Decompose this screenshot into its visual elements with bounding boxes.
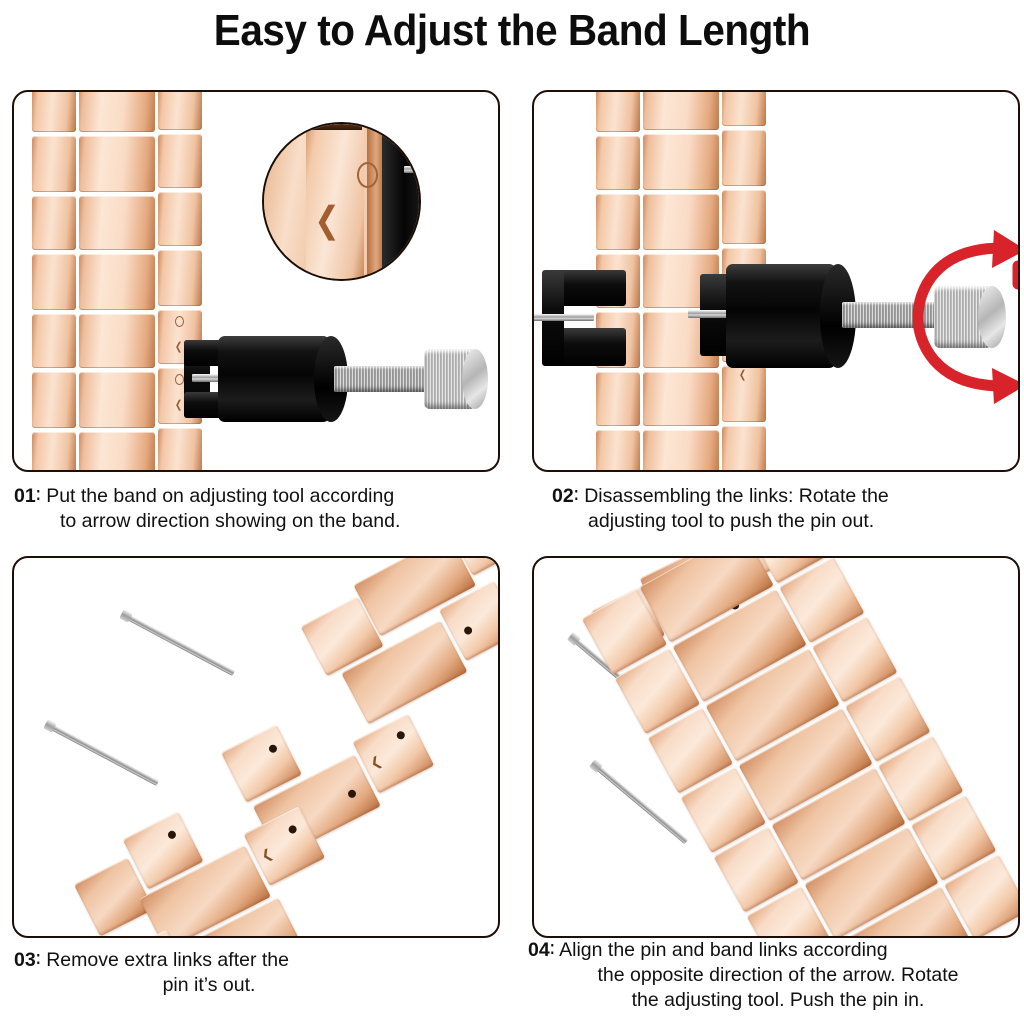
band-adjusting-tool [166, 330, 488, 428]
arrow-marking: ❮ [174, 399, 183, 411]
step-1-caption: 01∶ Put the band on adjusting tool accor… [14, 484, 514, 534]
pin-hole-marking [175, 316, 184, 327]
step-4-illustration: ❮ [534, 558, 1018, 936]
step-3-illustration: ❮ ❮ [14, 558, 498, 936]
step-colon: ∶ [573, 485, 579, 507]
watch-band-vertical: ❮ ❮ [32, 92, 202, 470]
removed-pin [119, 609, 236, 676]
assembled-band-diagonal: ❮ [581, 558, 1018, 936]
step-text-line1: Remove extra links after the [46, 949, 289, 971]
pin-being-pushed [534, 314, 594, 321]
arrow-marking: ❮ [738, 369, 747, 381]
removed-pin [43, 719, 160, 786]
step-number: 01 [14, 485, 36, 507]
rotation-arrows-red [912, 230, 1018, 404]
step-1-illustration: ❮ ❮ ❮ [14, 92, 498, 470]
arrow-marking: ❮ [174, 341, 183, 353]
step-text-line2: to arrow direction showing on the band. [60, 510, 401, 532]
step-text-line1: Align the pin and band links according [559, 939, 888, 961]
band-adjusting-tool [688, 260, 1014, 370]
arrow-marking: ❮ [314, 199, 340, 240]
step-4-caption: 04∶ Align the pin and band links accordi… [528, 938, 1024, 1013]
step-2-caption: 02∶ Disassembling the links: Rotate the … [552, 484, 1022, 534]
step-text-line1: Disassembling the links: Rotate the [584, 485, 889, 507]
step-number: 04 [528, 939, 550, 961]
step-colon: ∶ [549, 939, 555, 961]
pin-hole-marking [357, 162, 378, 188]
step-text-line2: pin it’s out. [162, 974, 256, 996]
step-3-caption: 03∶ Remove extra links after the pin it’… [14, 948, 494, 998]
step-text-line3: the adjusting tool. Push the pin in. [631, 989, 925, 1011]
step-3-panel: ❮ ❮ [12, 556, 500, 938]
magnifier-circle-inset: ❮ [262, 122, 421, 281]
step-2-illustration: ❮ ❮ [534, 92, 1018, 470]
pin-hole-marking [175, 374, 184, 385]
step-colon: ∶ [35, 949, 41, 971]
step-text-line2: the opposite direction of the arrow. Rot… [597, 964, 959, 986]
step-2-panel: ❮ ❮ [532, 90, 1020, 472]
step-4-panel: ❮ [532, 556, 1020, 938]
step-colon: ∶ [35, 485, 41, 507]
step-number: 02 [552, 485, 574, 507]
page-title: Easy to Adjust the Band Length [213, 6, 811, 55]
step-text-line2: adjusting tool to push the pin out. [588, 510, 875, 532]
step-text-line1: Put the band on adjusting tool according [46, 485, 395, 507]
step-1-panel: ❮ ❮ ❮ [12, 90, 500, 472]
step-number: 03 [14, 949, 36, 971]
